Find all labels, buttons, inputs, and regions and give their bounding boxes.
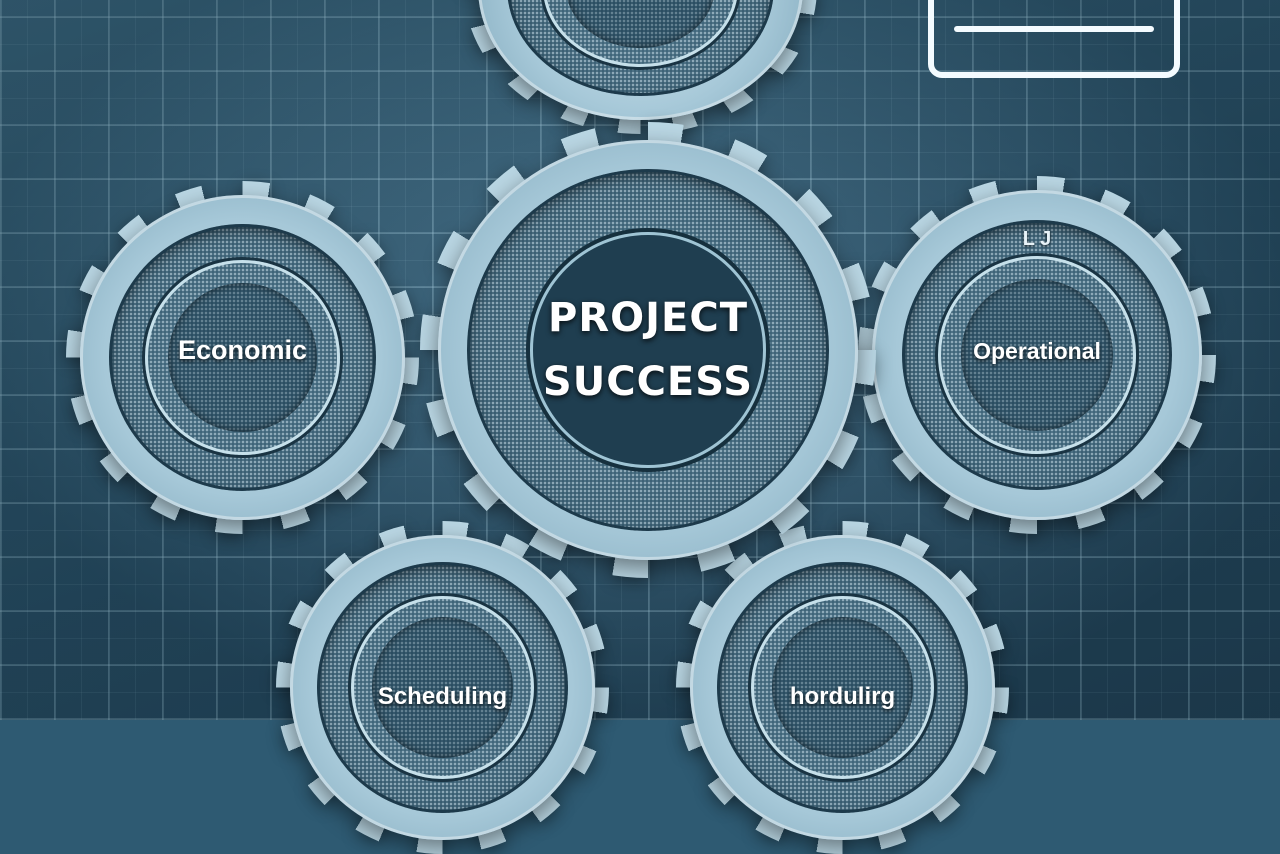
operational-label: Operational	[973, 338, 1101, 364]
bottom-right-label: hordulirg	[789, 683, 896, 710]
title-line-1: PROJECT	[548, 295, 748, 341]
scheduling-gear: Scheduling	[276, 521, 609, 854]
project-success-title: PROJECT SUCCESS	[438, 286, 858, 414]
title-line-2: SUCCESS	[542, 359, 754, 405]
project-success-gear: PROJECT SUCCESS	[420, 122, 876, 578]
bottom-right-gear: hordulirg	[676, 521, 1009, 854]
economic-label: Economic	[177, 335, 308, 365]
top-gear	[464, 0, 817, 134]
operational-gear: L J Operational	[858, 176, 1216, 534]
document-icon	[928, 0, 1180, 78]
economic-gear: Economic	[66, 181, 419, 534]
operational-mark: L J	[1022, 228, 1052, 250]
scheduling-label: Scheduling	[377, 683, 508, 710]
